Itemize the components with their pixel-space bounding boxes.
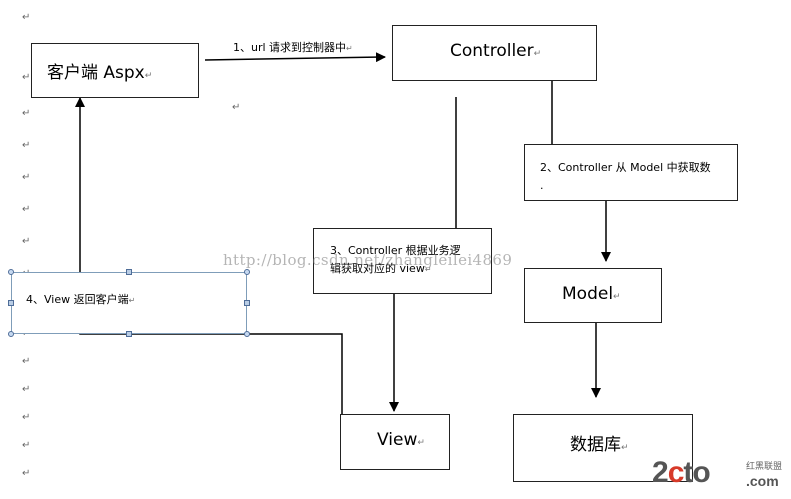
model-node[interactable]: Model↵	[524, 268, 662, 323]
paragraph-mark: ↵	[621, 443, 629, 453]
logo-chinese-text: 红黑联盟	[746, 462, 783, 472]
resize-handle-top-left[interactable]	[8, 269, 14, 275]
paragraph-mark: ↵	[533, 49, 542, 59]
database-label: 数据库	[570, 435, 621, 455]
site-logo: 2cto 红黑联盟 .com	[652, 456, 788, 494]
paragraph-mark: ↵	[22, 172, 31, 183]
paragraph-mark: ↵	[22, 72, 31, 83]
step4-text: 4、View 返回客户端	[26, 293, 129, 306]
logo-part-1: 2	[652, 456, 669, 489]
paragraph-mark: ↵	[22, 468, 31, 479]
resize-handle-top-right[interactable]	[244, 269, 250, 275]
paragraph-mark: ↵	[22, 108, 31, 119]
paragraph-mark: ↵	[128, 296, 136, 305]
step2-box[interactable]: 2、Controller 从 Model 中获取数 .	[524, 144, 738, 201]
paragraph-mark: ↵	[22, 440, 31, 451]
resize-handle-middle-left[interactable]	[8, 300, 14, 306]
paragraph-mark: ↵	[22, 356, 31, 367]
view-label: View	[377, 430, 418, 450]
step4-textbox[interactable]: 4、View 返回客户端↵	[11, 272, 247, 334]
paragraph-mark: ↵	[613, 292, 621, 302]
paragraph-mark: ↵	[22, 412, 31, 423]
client-node[interactable]: 客户端 Aspx↵	[31, 43, 199, 98]
resize-handle-top-middle[interactable]	[126, 269, 132, 275]
step3-text-line2-wrap: 辑获取对应的 view↵	[330, 260, 491, 279]
controller-node[interactable]: Controller↵	[392, 25, 597, 81]
view-node[interactable]: View↵	[340, 414, 450, 470]
logo-domain-suffix: .com	[746, 473, 779, 489]
step2-text-line2: .	[540, 179, 544, 192]
resize-handle-bottom-left[interactable]	[8, 331, 14, 337]
paragraph-mark: ↵	[144, 71, 153, 81]
paragraph-mark: ↵	[22, 384, 31, 395]
resize-handle-bottom-right[interactable]	[244, 331, 250, 337]
step3-text-line1: 3、Controller 根据业务逻	[330, 244, 461, 257]
paragraph-mark: ↵	[417, 438, 425, 448]
resize-handle-middle-right[interactable]	[244, 300, 250, 306]
model-label: Model	[562, 284, 614, 304]
paragraph-mark: ↵	[22, 204, 31, 215]
step1-text: 1、url 请求到控制器中	[233, 41, 347, 54]
step2-text-line1: 2、Controller 从 Model 中获取数	[540, 161, 711, 174]
logo-part-3: to	[683, 456, 710, 489]
logo-part-2: c	[667, 456, 685, 489]
paragraph-mark: ↵	[232, 102, 241, 113]
step3-text-line2: 辑获取对应的 view	[330, 262, 425, 275]
arrow-client-to-controller	[204, 52, 386, 63]
step1-label: 1、url 请求到控制器中↵	[233, 39, 353, 55]
paragraph-mark: ↵	[346, 44, 353, 53]
logo-wordmark: 2cto	[652, 456, 711, 490]
database-node[interactable]: 数据库↵	[513, 414, 693, 482]
paragraph-mark: ↵	[22, 140, 31, 151]
paragraph-mark: ↵	[22, 236, 31, 247]
return-path-view-to-client	[75, 97, 343, 446]
paragraph-mark: ↵	[22, 12, 31, 23]
watermark-url: http://blog.csdn.net/zhangleilei4869	[223, 251, 513, 269]
step3-box[interactable]: 3、Controller 根据业务逻 辑获取对应的 view↵	[313, 228, 492, 294]
resize-handle-bottom-middle[interactable]	[126, 331, 132, 337]
paragraph-mark: ↵	[424, 265, 432, 274]
client-label: 客户端 Aspx	[47, 63, 145, 83]
controller-label: Controller	[450, 41, 534, 61]
